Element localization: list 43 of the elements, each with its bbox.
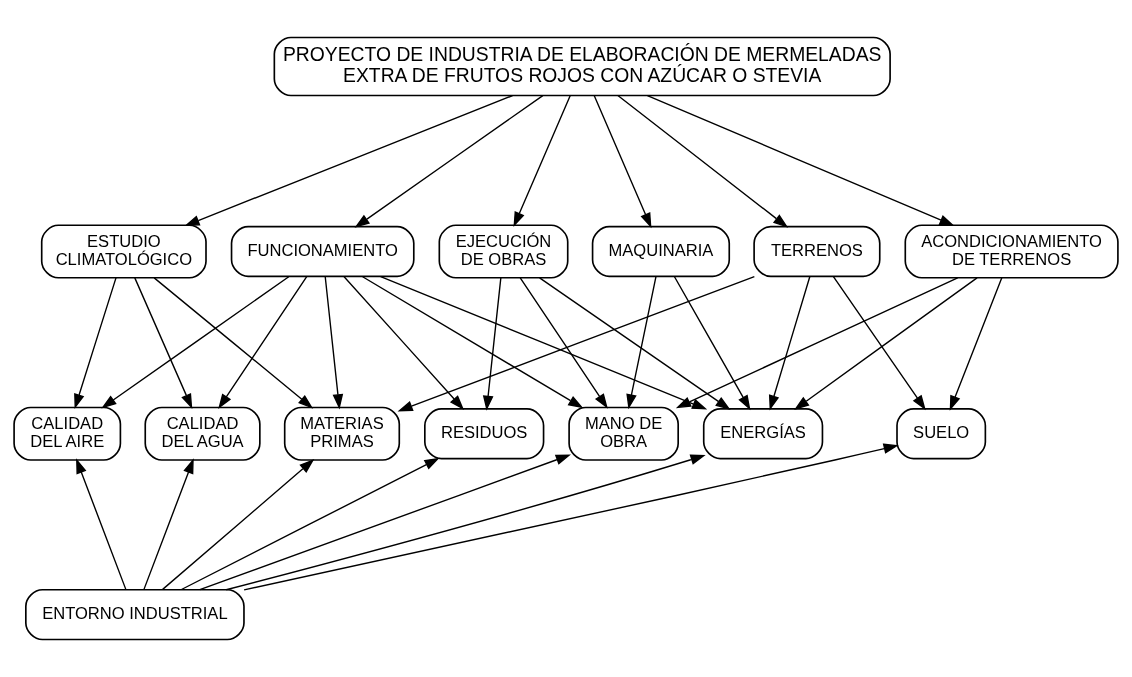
node-box: PROYECTO DE INDUSTRIA DE ELABORACIÓN DE MERMELADAS EXTRA DE FRUTOS ROJOS CON AZÚCAR O STEVIA (273, 36, 891, 97)
arrow (513, 94, 571, 228)
arrow (243, 443, 899, 591)
node-box: RESIDUOS (424, 408, 545, 460)
arrow (74, 277, 117, 410)
arrow (593, 94, 652, 229)
arrow (324, 276, 344, 410)
node-box: ENTORNO INDUSTRIAL (25, 588, 245, 641)
arrow (519, 277, 608, 409)
node-box: TERRENOS (753, 225, 881, 278)
arrow (225, 454, 706, 591)
arrow (134, 277, 193, 409)
arrow (794, 277, 978, 410)
arrow (184, 94, 514, 227)
arrow (832, 276, 926, 411)
node-box: MATERIAS PRIMAS (283, 406, 401, 461)
node-box: CALIDAD DEL AGUA (144, 406, 261, 461)
arrow (361, 276, 584, 409)
node-box: ACONDICIONAMIENTO DE TERRENOS (904, 224, 1119, 279)
arrow (153, 277, 314, 409)
arrow (354, 94, 544, 228)
arrow (161, 458, 315, 591)
node-box: CALIDAD DEL AIRE (13, 406, 122, 461)
node-box: MAQUINARIA (591, 225, 731, 278)
node-box: MANO DE OBRA (568, 406, 679, 461)
node-box: ENERGÍAS (702, 408, 824, 460)
node-box: EJECUCIÓN DE OBRAS (438, 224, 569, 279)
arrow (646, 94, 955, 226)
arrow (218, 276, 308, 410)
arrow (143, 458, 194, 591)
arrow (617, 94, 789, 228)
node-box: SUELO (896, 408, 987, 460)
arrow (768, 276, 811, 411)
arrow (949, 277, 1003, 411)
arrow (101, 276, 290, 409)
arrow (343, 276, 465, 410)
node-box: ESTUDIO CLIMATOLÓGICO (40, 224, 207, 279)
arrow (199, 454, 571, 591)
arrow (482, 277, 502, 411)
node-box: FUNCIONAMIENTO (230, 225, 415, 278)
arrow (76, 458, 127, 591)
arrow (180, 457, 440, 591)
arrow (626, 276, 657, 410)
